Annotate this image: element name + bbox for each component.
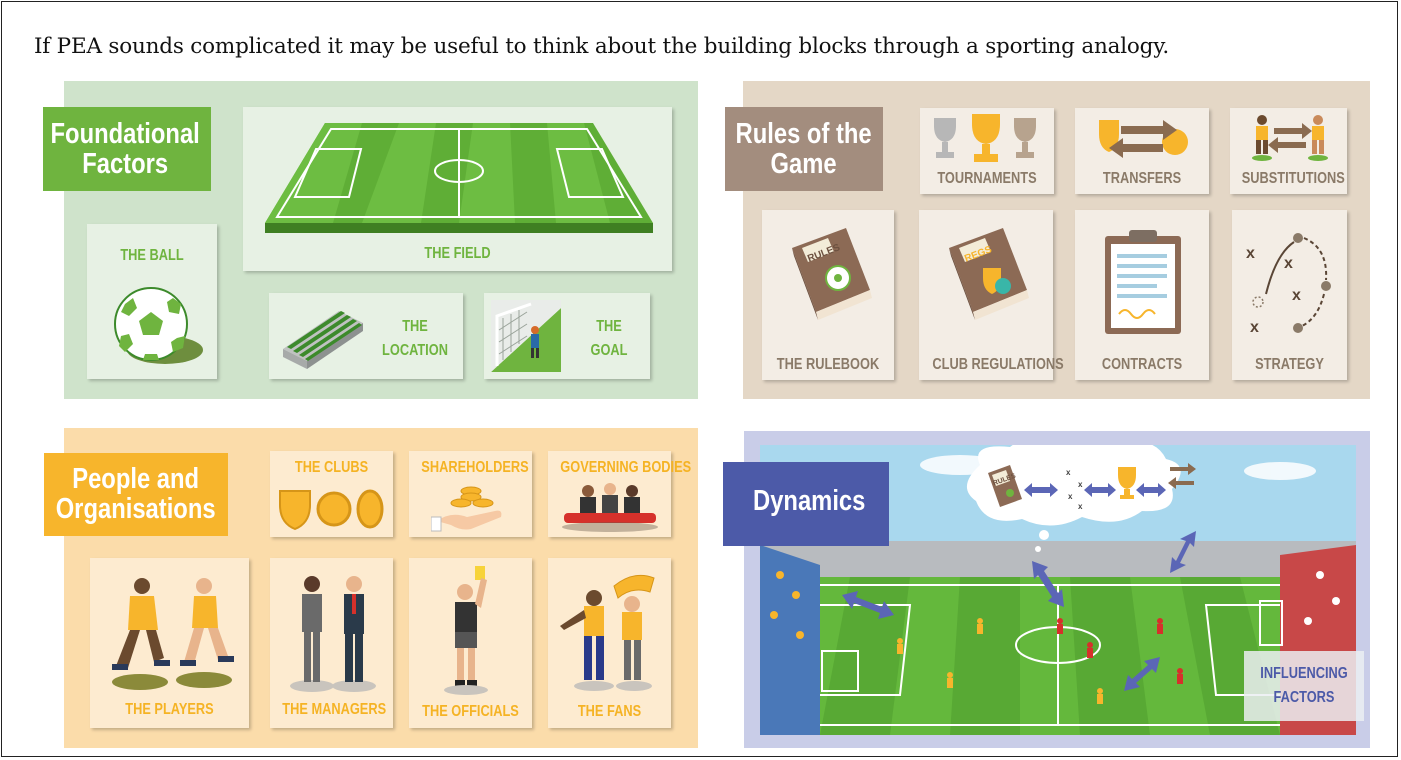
intro-text: If PEA sounds complicated it may be usef… <box>34 34 1169 59</box>
rules-of-the-game-panel: Rules of the Game TOURNAMENTS TRANSFERS … <box>725 81 1370 399</box>
contracts-card: CONTRACTS <box>1075 210 1209 380</box>
goal-card: THE GOAL <box>484 293 650 379</box>
governing-bodies-label: GOVERNING BODIES <box>560 459 692 476</box>
fans-label: THE FANS <box>577 703 642 720</box>
rulebook-icon: RULES <box>792 228 872 320</box>
managers-card: THE MANAGERS <box>270 558 393 728</box>
svg-text:x: x <box>1246 245 1255 262</box>
coins-hand-icon <box>431 486 502 532</box>
rules-title-line1: Rules of the <box>735 118 872 150</box>
club-crests-icon <box>279 489 384 531</box>
goal-label-line1: THE <box>596 318 622 335</box>
dynamics-title-box <box>723 462 889 546</box>
fans-card: THE FANS <box>548 558 671 728</box>
referee-icon <box>444 566 488 695</box>
governing-bodies-card: GOVERNING BODIES <box>548 451 692 537</box>
rules-title-line2: Game <box>770 148 837 180</box>
officials-label: THE OFFICIALS <box>422 703 519 720</box>
location-card: THE LOCATION <box>269 293 463 379</box>
svg-text:x: x <box>1078 480 1083 489</box>
foundational-title-line1: Foundational <box>50 118 200 150</box>
players-label: THE PLAYERS <box>125 701 214 718</box>
rulebook-card: RULES THE RULEBOOK <box>762 210 894 380</box>
tournaments-label: TOURNAMENTS <box>937 170 1037 187</box>
rulebook-label: THE RULEBOOK <box>776 356 880 373</box>
managers-icon <box>290 576 376 692</box>
substitutions-card: SUBSTITUTIONS <box>1230 108 1347 194</box>
people-title-line1: People and <box>72 463 200 495</box>
fans-icon <box>560 574 655 691</box>
managers-label: THE MANAGERS <box>282 701 387 718</box>
substitution-players-icon <box>1252 115 1328 161</box>
substitutions-label: SUBSTITUTIONS <box>1241 170 1345 187</box>
foundational-title: Foundational Factors <box>50 110 200 188</box>
rules-title-box <box>725 107 883 191</box>
club-regulations-book-icon: REGS <box>949 228 1029 320</box>
stadium-stands-icon <box>283 311 363 369</box>
influencing-factors-label-line2: FACTORS <box>1273 689 1335 706</box>
field-icon <box>265 123 653 233</box>
shareholders-card: SHAREHOLDERS <box>409 451 532 537</box>
transfer-arrows-icon <box>1099 120 1188 158</box>
officials-card: THE OFFICIALS <box>409 558 532 728</box>
people-and-organisations-panel: People and Organisations THE CLUBS SHARE… <box>44 428 698 748</box>
field-card: THE FIELD <box>243 107 672 271</box>
soccer-ball-icon <box>114 287 203 364</box>
players-card: THE PLAYERS <box>90 558 249 728</box>
contract-clipboard-icon <box>1105 230 1181 334</box>
svg-text:x: x <box>1284 255 1293 272</box>
location-label-line2: LOCATION <box>382 342 448 359</box>
people-title-line2: Organisations <box>55 493 216 525</box>
players-icon <box>112 578 234 690</box>
strategy-label: STRATEGY <box>1255 356 1324 373</box>
clubs-label: THE CLUBS <box>294 459 369 476</box>
contracts-label: CONTRACTS <box>1101 356 1183 373</box>
goal-label-line2: GOAL <box>590 342 628 359</box>
rules-title: Rules of the Game <box>735 110 872 188</box>
svg-text:x: x <box>1078 502 1083 511</box>
transfers-card: TRANSFERS <box>1075 108 1209 194</box>
people-title-box <box>44 453 228 536</box>
svg-text:x: x <box>1066 468 1071 477</box>
governing-board-icon <box>562 483 658 532</box>
people-title: People and Organisations <box>52 455 219 533</box>
transfers-label: TRANSFERS <box>1102 170 1182 187</box>
ball-label: THE BALL <box>120 247 184 264</box>
foundational-title-box <box>43 107 211 191</box>
club-regulations-card: REGS CLUB REGULATIONS <box>919 210 1064 380</box>
trophies-icon <box>934 114 1036 162</box>
tournaments-card: TOURNAMENTS <box>920 108 1054 194</box>
club-regulations-label: CLUB REGULATIONS <box>932 356 1064 373</box>
ball-card: THE BALL <box>87 224 217 379</box>
influencing-factors-label-line1: INFLUENCING <box>1260 665 1348 682</box>
shareholders-label: SHAREHOLDERS <box>421 459 529 476</box>
svg-text:x: x <box>1250 319 1259 336</box>
svg-text:x: x <box>1068 492 1073 501</box>
influencing-factors-box <box>1244 651 1364 721</box>
field-label: THE FIELD <box>424 245 491 262</box>
location-label-line1: THE <box>402 318 428 335</box>
foundational-factors-panel: THE FIELD THE BALL THE LOCA <box>43 81 698 399</box>
dynamics-title: Dynamics <box>753 485 866 517</box>
goal-net-icon <box>491 300 561 372</box>
svg-text:x: x <box>1292 287 1301 304</box>
clubs-card: THE CLUBS <box>270 451 393 537</box>
foundational-title-line2: Factors <box>82 148 169 180</box>
